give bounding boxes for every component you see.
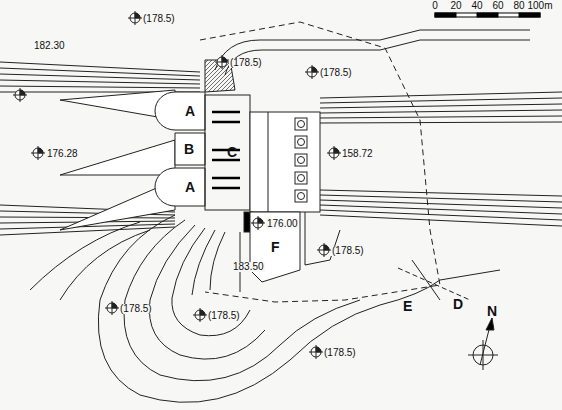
- turbine-unit: [298, 139, 305, 146]
- elevation-label: 183.50: [232, 262, 265, 272]
- scale-label: 60: [491, 1, 504, 11]
- survey-marker: [135, 13, 140, 18]
- elevation-label: (178.5): [319, 68, 353, 78]
- survey-marker: [222, 57, 227, 62]
- survey-marker: [312, 67, 317, 72]
- survey-marker: [316, 345, 317, 359]
- channel-line: [320, 205, 562, 214]
- turbine-unit: [298, 175, 305, 182]
- elevation-label: 182.30: [33, 41, 66, 51]
- survey-marker: [112, 303, 117, 308]
- turbine-unit: [295, 190, 307, 202]
- channel-line: [320, 215, 562, 226]
- channel-line: [320, 110, 562, 113]
- scale-label: 100m: [526, 1, 553, 11]
- survey-marker: [316, 347, 321, 352]
- survey-marker: [200, 308, 201, 322]
- scale-label: 20: [449, 1, 462, 11]
- channel-line: [320, 104, 562, 108]
- turbine-unit: [298, 193, 305, 200]
- channel-line: [0, 74, 200, 80]
- area-letter: B: [183, 142, 195, 156]
- channel-line: [320, 122, 562, 123]
- survey-marker: [135, 11, 136, 25]
- area-letter: A: [184, 104, 196, 118]
- survey-marker: [312, 65, 313, 79]
- survey-marker: [200, 310, 205, 315]
- survey-marker: [222, 55, 223, 69]
- elevation-label: (178.5): [323, 348, 357, 358]
- area-letter: F: [270, 240, 281, 254]
- channel-line: [320, 92, 562, 98]
- turbine-unit: [298, 157, 305, 164]
- channel-line: [0, 86, 200, 88]
- elevation-label: 176.28: [46, 149, 79, 159]
- survey-marker: [258, 218, 263, 223]
- survey-marker: [334, 146, 335, 160]
- scale-label: 80: [512, 1, 525, 11]
- elevation-label: (178.5): [207, 311, 241, 321]
- survey-marker: [38, 148, 43, 153]
- elevation-label: (178.5): [331, 246, 365, 256]
- turbine-unit: [295, 172, 307, 184]
- scale-label: 0: [431, 1, 439, 11]
- area-letter: C: [226, 145, 238, 159]
- channel-line: [320, 210, 562, 220]
- turbine-unit: [298, 121, 305, 128]
- survey-marker: [38, 146, 39, 160]
- survey-marker: [334, 148, 339, 153]
- elevation-label: (178.5): [119, 304, 153, 314]
- scale-label: 40: [470, 1, 483, 11]
- area-letter: A: [184, 180, 196, 194]
- area-letter: D: [452, 297, 464, 311]
- elevation-label: 158.72: [341, 149, 374, 159]
- channel-line: [320, 98, 562, 103]
- turbine-unit: [295, 154, 307, 166]
- channel-line: [0, 62, 200, 72]
- turbine-unit: [295, 136, 307, 148]
- channel-line: [0, 80, 200, 84]
- survey-marker: [324, 243, 325, 257]
- survey-marker: [324, 245, 329, 250]
- elevation-label: 176.00: [266, 219, 299, 229]
- survey-marker: [258, 216, 259, 230]
- survey-marker: [112, 301, 113, 315]
- area-letter: N: [486, 304, 498, 318]
- elevation-label: (178.5): [229, 58, 263, 68]
- turbine-unit: [295, 118, 307, 130]
- channel-line: [320, 190, 562, 196]
- area-letter: E: [402, 299, 413, 313]
- survey-marker: [20, 88, 21, 102]
- channel-line: [320, 116, 562, 118]
- survey-marker: [20, 90, 25, 95]
- elevation-label: (178.5): [142, 14, 176, 24]
- channel-lines: [0, 62, 200, 235]
